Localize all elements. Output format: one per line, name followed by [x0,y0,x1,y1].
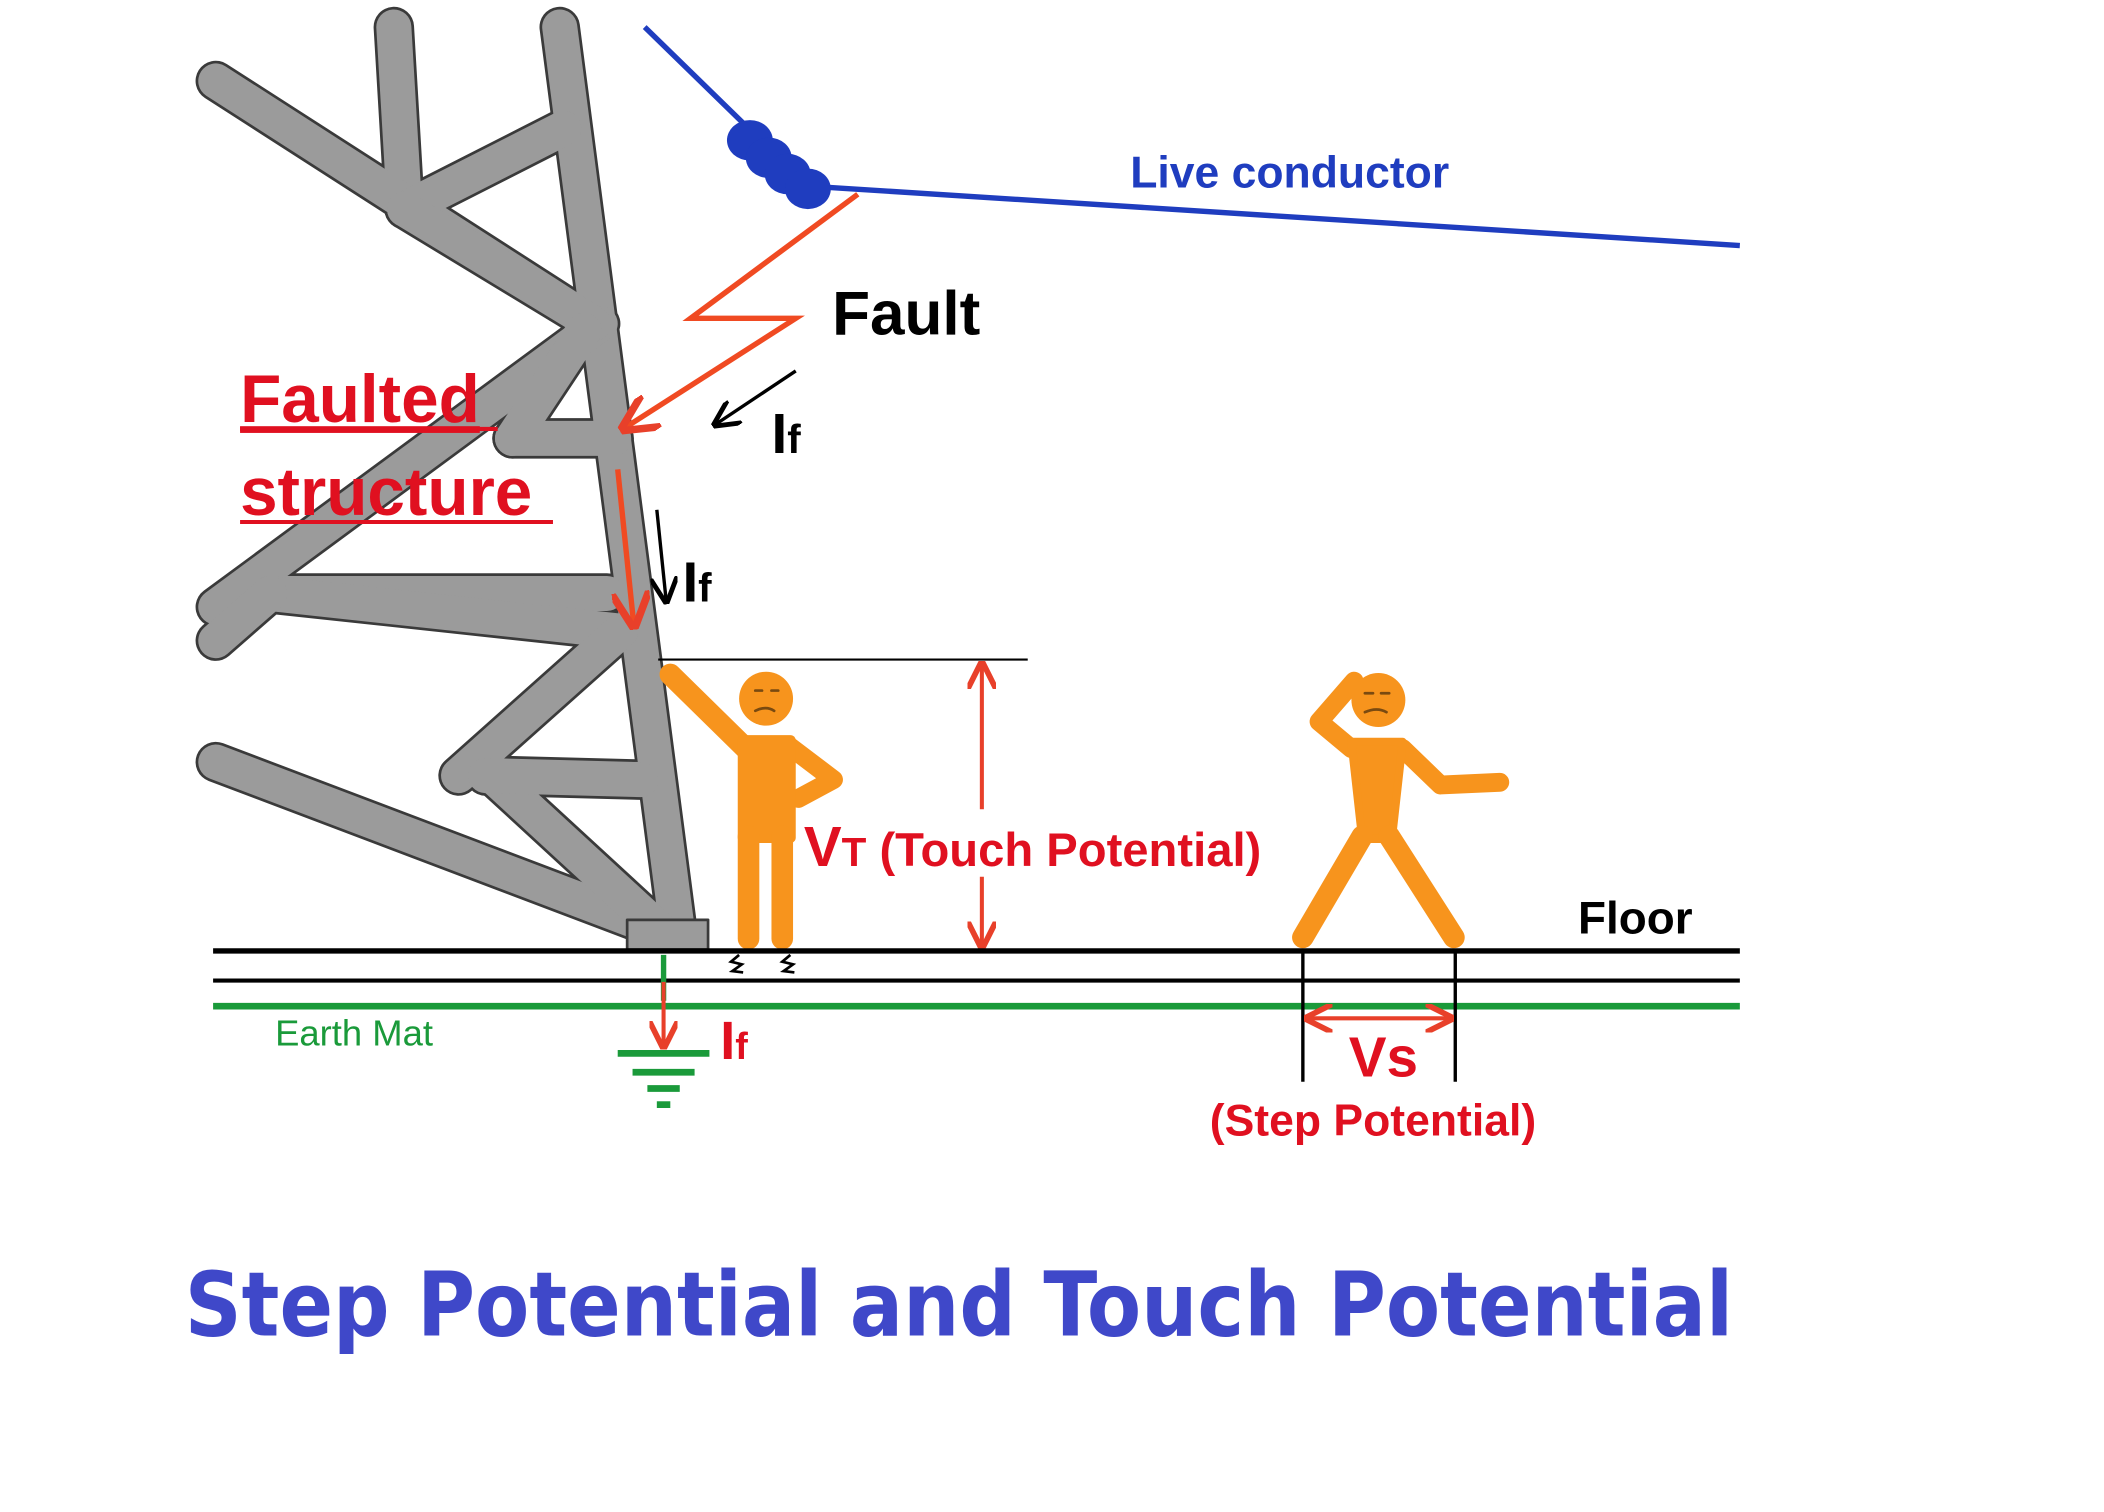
ground-symbol-icon [617,1050,710,1109]
fault-label: Fault [832,280,980,349]
person-touching [659,663,843,950]
faulted-structure-label-line1: Faulted [240,362,480,437]
live-conductor-label: Live conductor [1130,149,1449,198]
step-potential-marker [1301,950,1457,1082]
live-conductor [642,25,1741,249]
fault-path [618,192,860,626]
insulator-icon [726,120,831,210]
current-label-conductor: If [771,403,801,466]
tower-structure [195,6,710,951]
earth-mat-label: Earth Mat [275,1012,433,1053]
person-walking [1292,671,1510,949]
step-potential-label: (Step Potential) [1210,1097,1536,1146]
current-label-tower: If [682,552,712,615]
current-arrow-tower [657,509,666,602]
step-potential-symbol: Vs [1349,1026,1418,1089]
floor-lines [213,948,1740,983]
floor-label: Floor [1578,891,1693,943]
spark-icon [728,953,797,974]
current-label-ground: If [720,1011,748,1071]
faulted-structure-label-line2: structure [240,455,532,530]
diagram-title: Step Potential and Touch Potential [185,1252,1733,1356]
current-arrow-conductor [715,369,797,425]
touch-potential-label: VT (Touch Potential) [804,816,1261,879]
